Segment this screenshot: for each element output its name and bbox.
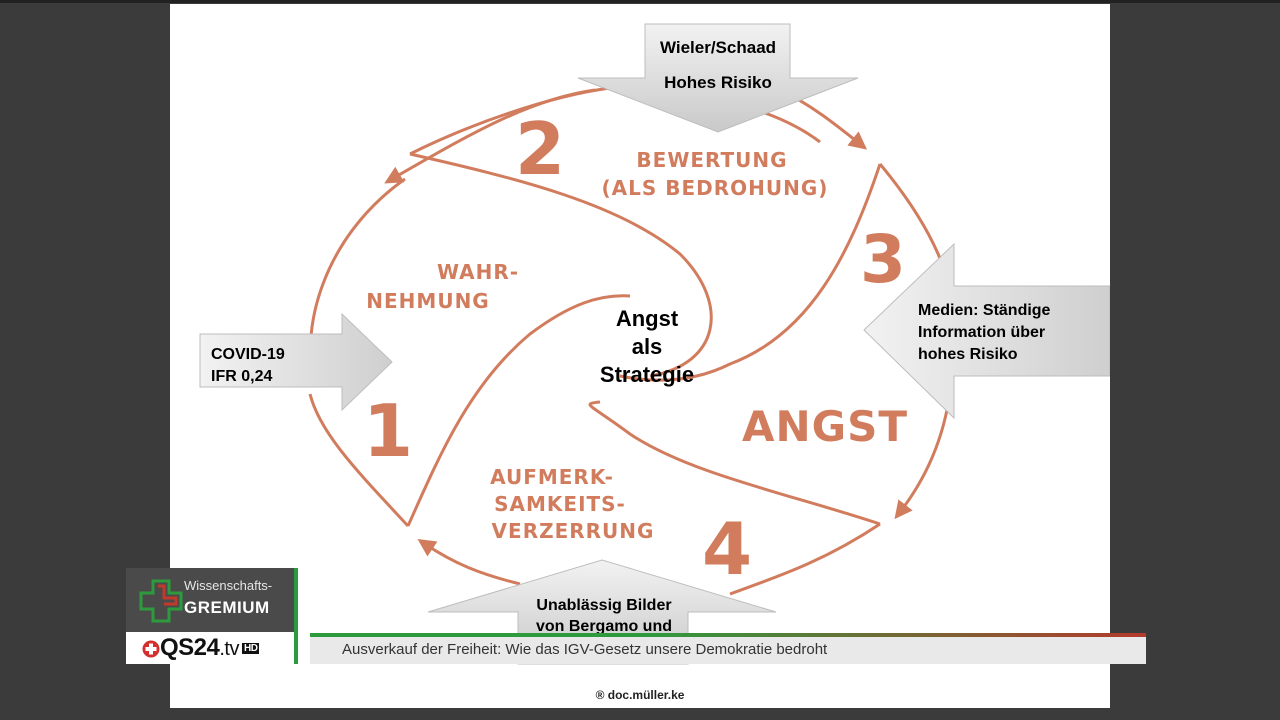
- top-arrow-line1: Wieler/Schaad: [660, 38, 776, 57]
- wissenschafts-gremium-logo: Wissenschafts- GREMIUM: [126, 568, 296, 632]
- angst-cycle-diagram: 2 3 1 4 WAHR- NEHMUNG BEWERTUNG (ALS BED…: [199, 23, 1110, 665]
- qs24-cross-icon: [142, 640, 160, 658]
- right-arrow-line3: hohes Risiko: [918, 346, 1018, 363]
- left-input-arrow: COVID-19 IFR 0,24: [199, 312, 393, 412]
- stage-number-1: 1: [363, 389, 413, 473]
- bottom-input-arrow: Unablässig Bilder von Bergamo und: [427, 559, 777, 665]
- slide-credit: ® doc.müller.ke: [595, 688, 685, 702]
- top-arrow-line2: Hohes Risiko: [664, 73, 772, 92]
- label-aufmerk: AUFMERK-: [490, 465, 614, 489]
- bottom-arrow-line2: von Bergamo und: [536, 618, 672, 635]
- medical-cross-icon: [139, 579, 183, 623]
- center-als: als: [632, 334, 663, 359]
- stage-number-3: 3: [860, 221, 906, 298]
- label-als-bedrohung: (ALS BEDROHUNG): [602, 176, 829, 200]
- presentation-slide: 2 3 1 4 WAHR- NEHMUNG BEWERTUNG (ALS BED…: [170, 4, 1110, 708]
- top-input-arrow: Wieler/Schaad Hohes Risiko: [577, 23, 859, 133]
- center-angst: Angst: [616, 306, 679, 331]
- right-arrow-line2: Information über: [918, 324, 1045, 341]
- stage-number-2: 2: [515, 107, 565, 191]
- channel-name: QS24: [160, 634, 220, 661]
- channel-suffix: .tv: [219, 638, 239, 660]
- news-ticker: Ausverkauf der Freiheit: Wie das IGV-Ges…: [310, 637, 1146, 664]
- label-nehmung: NEHMUNG: [366, 289, 489, 313]
- label-angst: ANGST: [742, 402, 908, 451]
- right-input-arrow: Medien: Ständige Information über hohes …: [863, 242, 1110, 420]
- stage-number-4: 4: [702, 507, 752, 591]
- bottom-arrow-line1: Unablässig Bilder: [536, 597, 671, 614]
- left-arrow-line2: IFR 0,24: [211, 368, 272, 385]
- center-strategie: Strategie: [600, 362, 694, 387]
- label-wahr: WAHR-: [437, 260, 519, 284]
- left-arrow-line1: COVID-19: [211, 346, 285, 363]
- ticker-text: Ausverkauf der Freiheit: Wie das IGV-Ges…: [342, 641, 828, 658]
- label-samkeits: SAMKEITS-: [494, 492, 626, 516]
- right-arrow-line1: Medien: Ständige: [918, 302, 1051, 319]
- hd-badge: HD: [242, 643, 260, 655]
- logo-accent-bar: [294, 568, 298, 664]
- logo-big-text: GREMIUM: [184, 598, 270, 617]
- label-bewertung: BEWERTUNG: [636, 148, 787, 172]
- ticker-accent-line: [310, 633, 1146, 637]
- logo-small-text: Wissenschafts-: [184, 578, 273, 593]
- window-top-edge: [0, 0, 1280, 3]
- label-verzerrung: VERZERRUNG: [492, 519, 655, 543]
